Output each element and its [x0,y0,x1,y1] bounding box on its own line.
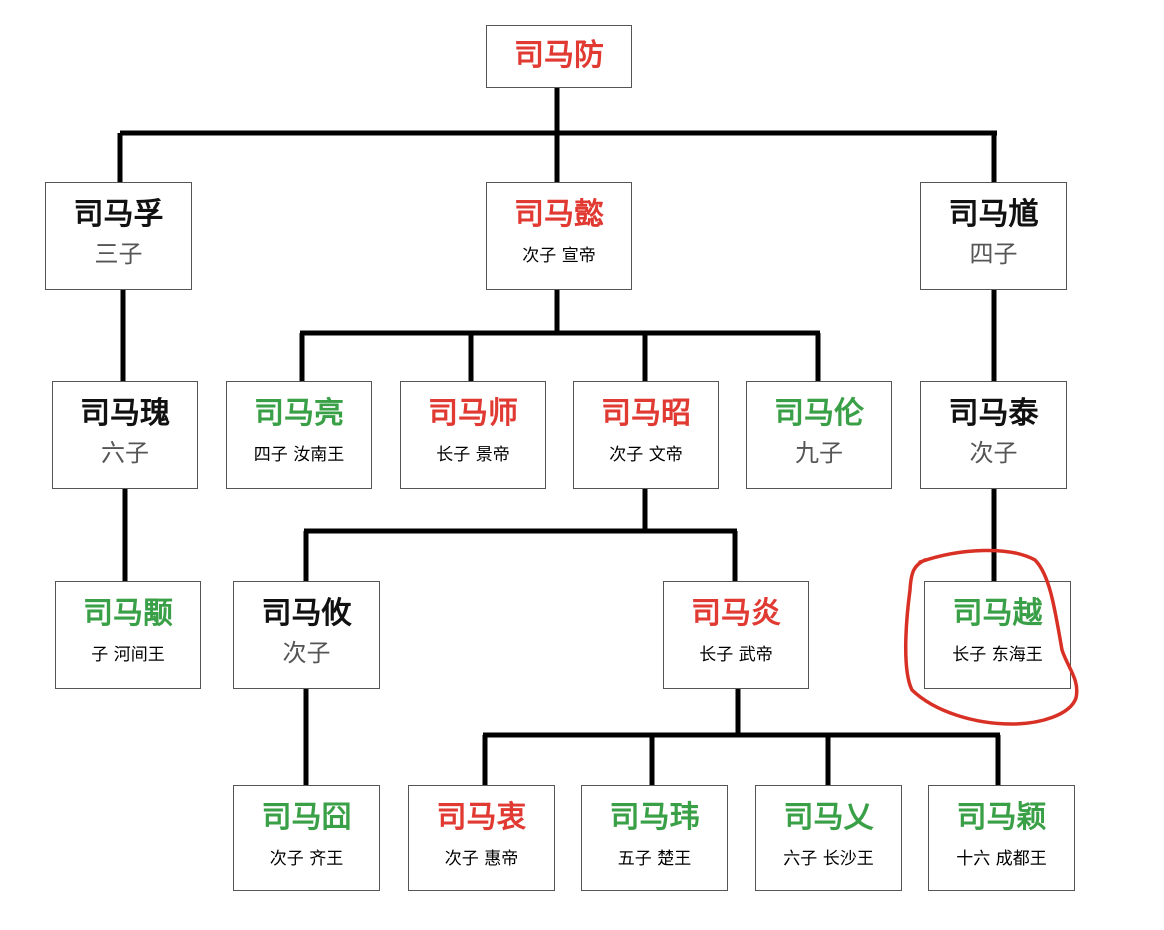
node-subtitle: 六子 长沙王 [783,849,874,869]
node-subtitle: 九子 [795,439,843,467]
node-sima-wei: 司马玮 五子 楚王 [581,785,728,891]
node-sima-ai: 司马乂 六子 长沙王 [755,785,902,891]
node-subtitle: 长子 景帝 [436,445,510,465]
node-name: 司马颙 [83,596,173,631]
node-sima-liang: 司马亮 四子 汝南王 [226,381,372,489]
node-subtitle: 子 河间王 [91,645,165,665]
node-subtitle: 三子 [94,240,143,268]
node-name: 司马衷 [436,800,527,835]
node-sima-tai: 司马泰 次子 [920,381,1067,489]
node-sima-lun: 司马伦 九子 [746,381,892,489]
node-sima-you: 司马攸 次子 [233,581,380,689]
node-subtitle: 五子 楚王 [617,849,692,869]
node-name: 司马越 [952,596,1043,631]
node-name: 司马颖 [956,800,1047,835]
node-name: 司马懿 [514,197,604,232]
node-subtitle: 长子 武帝 [699,645,773,665]
node-subtitle: 四子 汝南王 [253,445,345,465]
node-sima-yi: 司马懿 次子 宣帝 [486,182,632,290]
node-sima-yan: 司马炎 长子 武帝 [663,581,809,689]
node-sima-shi: 司马师 长子 景帝 [400,381,546,489]
node-subtitle: 四子 [969,240,1018,268]
node-name: 司马玮 [609,800,700,835]
node-name: 司马囧 [261,800,352,835]
node-name: 司马泰 [948,396,1039,431]
node-sima-jiong: 司马囧 次子 齐王 [233,785,380,891]
node-name: 司马乂 [783,800,874,835]
node-subtitle: 长子 东海王 [952,645,1043,665]
node-name: 司马炎 [691,596,781,631]
node-sima-yue: 司马越 长子 东海王 [924,581,1071,689]
node-name: 司马昭 [601,396,691,431]
node-name: 司马瑰 [80,396,170,431]
node-subtitle: 十六 成都王 [956,849,1047,869]
node-sima-gui: 司马瑰 六子 [52,381,198,489]
node-subtitle: 次子 [969,439,1018,467]
node-name: 司马孚 [73,197,164,232]
node-subtitle: 次子 惠帝 [444,849,519,869]
node-subtitle: 次子 齐王 [269,849,344,869]
node-sima-fu: 司马孚 三子 [45,182,192,290]
node-name: 司马馗 [948,197,1039,232]
node-name: 司马师 [428,396,518,431]
node-name: 司马伦 [774,396,864,431]
node-subtitle: 六子 [101,439,149,467]
node-sima-kui: 司马馗 四子 [920,182,1067,290]
node-subtitle: 次子 宣帝 [522,246,596,266]
node-name: 司马防 [514,38,604,73]
node-sima-yong: 司马颙 子 河间王 [55,581,201,689]
node-subtitle: 次子 [282,639,331,667]
node-subtitle: 次子 文帝 [609,445,683,465]
node-name: 司马亮 [254,396,344,431]
node-name: 司马攸 [261,596,352,631]
node-sima-zhong: 司马衷 次子 惠帝 [408,785,555,891]
node-sima-ying: 司马颖 十六 成都王 [928,785,1075,891]
node-sima-fang: 司马防 [486,25,632,88]
node-sima-zhao: 司马昭 次子 文帝 [573,381,719,489]
